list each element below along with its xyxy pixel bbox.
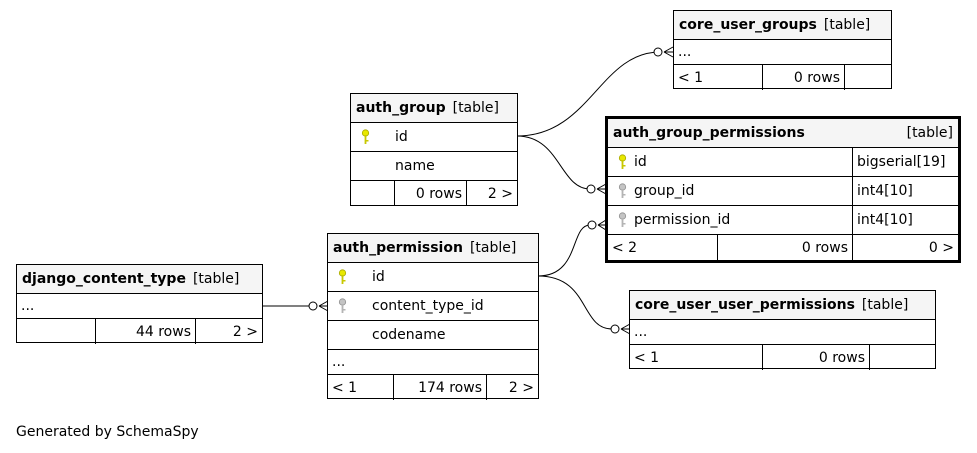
- children-count: 2 >: [232, 323, 258, 340]
- parents-count: < 1: [328, 375, 394, 400]
- table-auth-permission[interactable]: auth_permission [table] id content_type_…: [327, 233, 539, 400]
- table-footer: < 1 174 rows 2 >: [328, 375, 538, 400]
- ellipsis: ...: [634, 324, 648, 340]
- table-kind: [table]: [861, 297, 909, 313]
- ellipsis-row: ...: [328, 350, 538, 375]
- column-row: name: [351, 152, 517, 181]
- column-name: id: [395, 129, 408, 145]
- column-type: bigserial[19]: [852, 148, 958, 176]
- children-count: [870, 345, 935, 370]
- column-row: codename: [328, 321, 538, 350]
- row-count: 0 rows: [763, 65, 845, 90]
- foreign-key-icon: [338, 298, 347, 313]
- column-name: id: [372, 269, 385, 285]
- table-footer: < 1 0 rows: [630, 345, 935, 370]
- column-type: int4[10]: [852, 206, 958, 234]
- link-auth-group-group-permissions: [516, 135, 591, 190]
- table-name: django_content_type: [22, 271, 186, 287]
- column-name: content_type_id: [372, 298, 484, 314]
- table-footer: < 2 0 rows 0 >: [608, 235, 958, 260]
- table-name: auth_group: [356, 100, 446, 116]
- row-count: 0 rows: [763, 345, 870, 370]
- link-auth-group-core-user-groups: [516, 51, 661, 137]
- table-name: core_user_user_permissions: [635, 297, 855, 313]
- children-count: 2 >: [508, 379, 534, 396]
- parents-count: [351, 181, 395, 206]
- table-name: core_user_groups: [679, 17, 817, 33]
- primary-key-icon: [361, 129, 370, 144]
- table-core-user-user-permissions[interactable]: core_user_user_permissions [table] ... <…: [629, 290, 936, 370]
- children-count: 0 >: [928, 239, 954, 256]
- row-count: 0 rows: [395, 181, 467, 206]
- table-title: core_user_groups [table]: [674, 11, 891, 40]
- crowfoot-marker: [318, 300, 329, 312]
- table-kind: [table]: [452, 100, 499, 116]
- table-title: auth_group_permissions [table]: [608, 119, 958, 148]
- table-footer: < 1 0 rows: [674, 65, 891, 90]
- link-auth-permission-user-permissions: [537, 275, 613, 330]
- table-footer: 44 rows 2 >: [17, 319, 262, 344]
- table-auth-group[interactable]: auth_group [table] id name 0 rows 2 >: [350, 93, 518, 206]
- column-row: content_type_id: [328, 292, 538, 321]
- ellipsis-row: ...: [630, 320, 935, 345]
- foreign-key-icon: [618, 212, 627, 227]
- crowfoot-marker: [620, 323, 631, 335]
- ellipsis: ...: [332, 354, 346, 370]
- table-title: auth_permission [table]: [328, 234, 538, 263]
- row-count: 0 rows: [718, 235, 853, 260]
- table-kind: [table]: [469, 240, 517, 256]
- column-name: group_id: [634, 183, 695, 199]
- table-footer: 0 rows 2 >: [351, 181, 517, 206]
- row-count: 174 rows: [394, 375, 487, 400]
- zero-marker: [610, 324, 620, 334]
- table-title: django_content_type [table]: [17, 265, 262, 294]
- table-kind: [table]: [823, 17, 871, 33]
- table-kind: [table]: [906, 125, 953, 141]
- zero-marker: [586, 184, 596, 194]
- ellipsis-row: ...: [674, 40, 891, 65]
- table-name: auth_permission: [333, 240, 463, 256]
- ellipsis-row: ...: [17, 294, 262, 319]
- parents-count: < 1: [630, 345, 763, 370]
- column-name: permission_id: [634, 212, 731, 228]
- column-name: codename: [372, 327, 446, 343]
- parents-count: [17, 319, 96, 344]
- column-row: id: [328, 263, 538, 292]
- column-row: group_id int4[10]: [608, 177, 958, 206]
- column-row: permission_id int4[10]: [608, 206, 958, 235]
- generator-credit: Generated by SchemaSpy: [16, 424, 199, 440]
- column-row: id: [351, 123, 517, 152]
- table-django-content-type[interactable]: django_content_type [table] ... 44 rows …: [16, 264, 263, 344]
- column-row: id bigserial[19]: [608, 148, 958, 177]
- foreign-key-icon: [618, 183, 627, 198]
- column-name: id: [634, 154, 647, 170]
- parents-count: < 1: [674, 65, 763, 90]
- zero-marker: [587, 220, 597, 230]
- parents-count: < 2: [608, 235, 718, 260]
- table-auth-group-permissions[interactable]: auth_group_permissions [table] id bigser…: [605, 116, 961, 263]
- table-core-user-groups[interactable]: core_user_groups [table] ... < 1 0 rows: [673, 10, 892, 90]
- crowfoot-marker: [597, 219, 607, 231]
- link-auth-permission-group-permissions: [537, 224, 591, 277]
- primary-key-icon: [618, 154, 627, 169]
- primary-key-icon: [338, 269, 347, 284]
- ellipsis: ...: [21, 298, 35, 314]
- table-title: auth_group [table]: [351, 94, 517, 123]
- crowfoot-marker: [663, 46, 674, 58]
- ellipsis: ...: [678, 44, 692, 60]
- row-count: 44 rows: [96, 319, 196, 344]
- zero-marker: [653, 47, 663, 57]
- children-count: 2 >: [487, 185, 513, 202]
- crowfoot-marker: [596, 183, 607, 195]
- children-count: [845, 65, 891, 90]
- table-title: core_user_user_permissions [table]: [630, 291, 935, 320]
- table-kind: [table]: [192, 271, 240, 287]
- table-name: auth_group_permissions: [613, 125, 805, 141]
- zero-marker: [308, 301, 318, 311]
- column-name: name: [395, 158, 435, 174]
- column-type: int4[10]: [852, 177, 958, 205]
